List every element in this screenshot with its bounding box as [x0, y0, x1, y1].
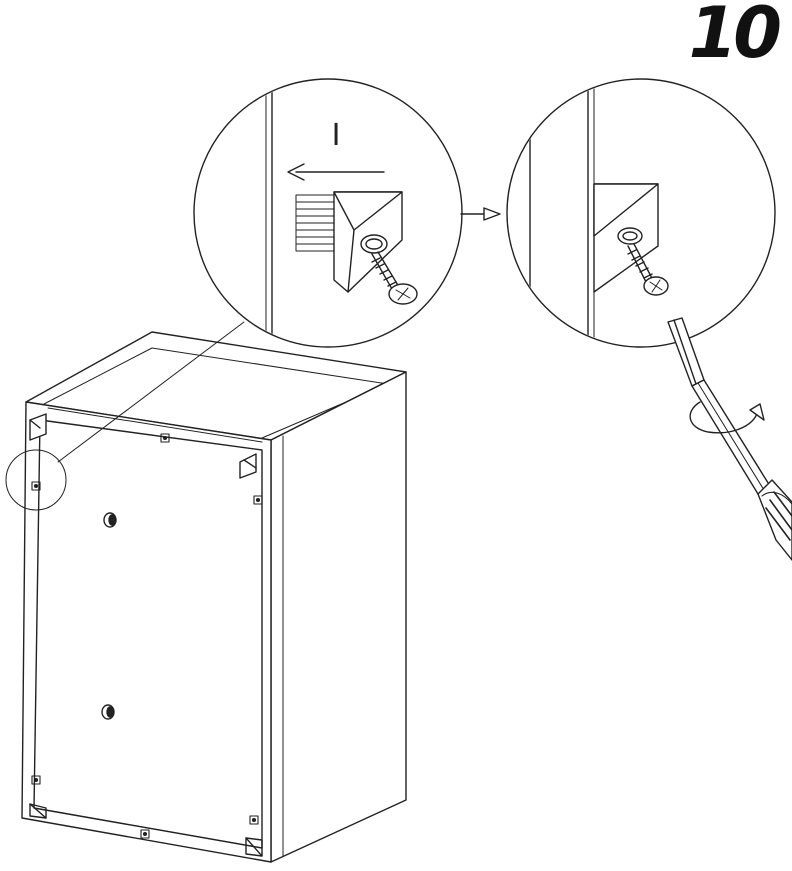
cabinet-side-panel [271, 372, 406, 862]
corner-bracket-top-left [30, 414, 46, 440]
hole-lower [102, 705, 114, 719]
callout-label: I [332, 118, 341, 153]
corner-bracket-bottom-left [30, 804, 46, 818]
callout-leader-line [58, 322, 244, 462]
detail-highlight-circle [6, 450, 66, 510]
screw-icon [618, 228, 668, 295]
screw-icon [361, 235, 417, 304]
screw-marker [32, 776, 40, 784]
corner-bracket-bottom-right [246, 838, 262, 856]
callout-before [194, 70, 462, 360]
screw-marker [161, 434, 169, 442]
step-number: 10 [688, 0, 782, 74]
grid-rail [296, 195, 334, 251]
corner-bracket-top-right [240, 454, 256, 478]
screw-marker [32, 482, 40, 490]
sequence-arrow [461, 208, 500, 220]
screw-marker [250, 816, 258, 824]
screw-marker [141, 830, 149, 838]
callout-after [507, 70, 775, 386]
screwdriver [692, 380, 792, 560]
screw-marker [254, 496, 262, 504]
slide-direction-arrow [288, 164, 384, 180]
hole-upper [104, 513, 116, 527]
back-screws [32, 434, 262, 838]
back-holes [102, 513, 116, 719]
rotate-clockwise-arrow [690, 402, 764, 433]
cabinet [22, 332, 406, 862]
cabinet-back-frame [22, 402, 271, 862]
